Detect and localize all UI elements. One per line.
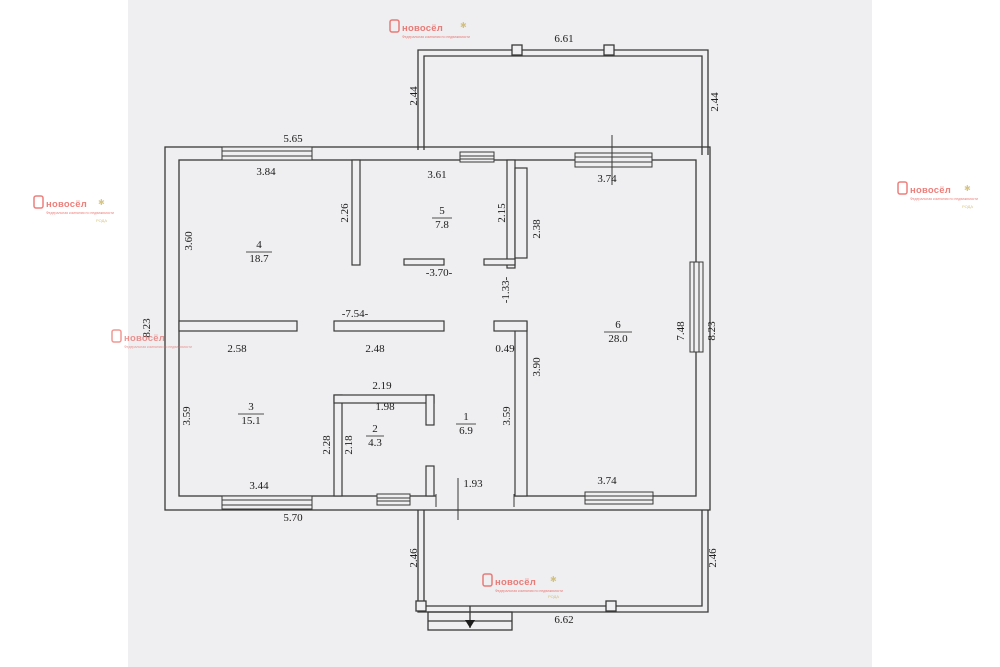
- dim-right-total: 8.23: [706, 321, 718, 341]
- dim-room4-top: 3.84: [256, 166, 276, 178]
- interior-walls: [178, 159, 528, 497]
- dim-room6-left-lower: 3.90: [531, 357, 543, 377]
- dim-hall-vertical: -1.33-: [500, 276, 512, 303]
- svg-text:4: 4: [256, 239, 262, 251]
- watermark-left: новосёл Федеральная компания по недвижим…: [33, 195, 114, 223]
- svg-text:✱: ✱: [964, 184, 971, 193]
- dim-room3-right: 2.28: [321, 435, 333, 455]
- window-room6-right: [689, 261, 704, 353]
- window-room6-bottom: [584, 491, 654, 505]
- window-room4-top: [221, 146, 313, 161]
- svg-text:новосёл: новосёл: [402, 23, 443, 34]
- dim-terrace-bottom-left: 2.46: [408, 548, 420, 568]
- svg-text:РОДА: РОДА: [962, 204, 973, 209]
- window-room3-bottom: [221, 495, 313, 510]
- dim-hall-mid: 2.48: [365, 343, 385, 355]
- dim-room4-right: 2.26: [339, 203, 351, 223]
- svg-text:Федеральная компания по недвиж: Федеральная компания по недвижимости: [402, 35, 470, 39]
- dim-room4-left: 3.60: [183, 231, 195, 251]
- entrance-door: [435, 478, 515, 520]
- svg-text:2: 2: [372, 423, 378, 435]
- dim-room2-left: 2.18: [343, 435, 355, 455]
- watermark-top: новосёл Федеральная компания по недвижим…: [389, 19, 470, 39]
- window-room5-top: [459, 151, 495, 163]
- dim-hall-long: -7.54-: [342, 308, 369, 320]
- paper-sheet: [128, 0, 872, 667]
- svg-text:✱: ✱: [550, 575, 557, 584]
- dim-terrace-top-width: 6.61: [554, 33, 573, 45]
- svg-text:РОДА: РОДА: [548, 594, 559, 599]
- svg-text:6: 6: [615, 319, 621, 331]
- dim-terrace-top-right: 2.44: [709, 92, 721, 112]
- window-room6-top: [574, 135, 653, 185]
- svg-text:новосёл: новосёл: [46, 199, 87, 210]
- svg-text:28.0: 28.0: [608, 333, 628, 345]
- room-3-label: 3 15.1: [238, 401, 264, 427]
- room-labels: 4 18.7 5 7.8 6 28.0 3 15.1 2: [238, 205, 632, 449]
- top-terrace: [417, 44, 709, 155]
- svg-text:4.3: 4.3: [368, 437, 382, 449]
- room-6-label: 6 28.0: [604, 319, 632, 345]
- dim-room3-top: 2.58: [227, 343, 247, 355]
- dim-left-total: 8.23: [141, 318, 153, 338]
- dim-room6-left-upper: 2.38: [531, 219, 543, 239]
- dimension-labels: 6.61 2.44 2.44 5.65 3.84 3.61 3.74 3.60 …: [141, 33, 721, 626]
- dim-room6-top: 3.74: [597, 173, 617, 185]
- svg-text:18.7: 18.7: [249, 253, 269, 265]
- watermark-right: новосёл Федеральная компания по недвижим…: [897, 181, 978, 209]
- dim-room2-top-outer: 2.19: [372, 380, 392, 392]
- svg-text:Федеральная компания по недвиж: Федеральная компания по недвижимости: [46, 211, 114, 215]
- dim-room6-right: 7.48: [675, 321, 687, 341]
- svg-text:РОДА: РОДА: [96, 218, 107, 223]
- watermark-center-left: новосёл Федеральная компания по недвижим…: [111, 329, 192, 349]
- svg-text:3: 3: [248, 401, 254, 413]
- svg-text:Федеральная компания по недвиж: Федеральная компания по недвижимости: [495, 589, 563, 593]
- window-room2-bottom: [376, 493, 411, 506]
- dim-room2-top-inner: 1.98: [375, 401, 395, 413]
- dim-terrace-top-left: 2.44: [408, 86, 420, 106]
- bottom-terrace: [415, 510, 709, 631]
- room-5-label: 5 7.8: [432, 205, 452, 231]
- svg-text:новосёл: новосёл: [124, 333, 165, 344]
- dim-room5-right: 2.15: [496, 203, 508, 223]
- room-1-label: 1 6.9: [456, 411, 476, 437]
- svg-text:✱: ✱: [460, 21, 467, 30]
- svg-text:Федеральная компания по недвиж: Федеральная компания по недвижимости: [124, 345, 192, 349]
- dim-hall-upper: -3.70-: [426, 267, 453, 279]
- dim-house-bottom-left: 5.70: [283, 512, 303, 524]
- dim-hall-right-small: 0.49: [495, 343, 515, 355]
- dim-room6-bottom: 3.74: [597, 475, 617, 487]
- svg-text:Федеральная компания по недвиж: Федеральная компания по недвижимости: [910, 197, 978, 201]
- dim-house-top-left: 5.65: [283, 133, 303, 145]
- svg-text:15.1: 15.1: [241, 415, 260, 427]
- dim-terrace-bottom-right: 2.46: [707, 548, 719, 568]
- svg-text:✱: ✱: [98, 198, 105, 207]
- svg-text:новосёл: новосёл: [910, 185, 951, 196]
- dim-room3-bottom: 3.44: [249, 480, 269, 492]
- svg-text:5: 5: [439, 205, 445, 217]
- watermark-bottom: новосёл Федеральная компания по недвижим…: [482, 573, 563, 599]
- svg-text:1: 1: [463, 411, 469, 423]
- svg-text:6.9: 6.9: [459, 425, 473, 437]
- svg-text:7.8: 7.8: [435, 219, 449, 231]
- room-4-label: 4 18.7: [246, 239, 272, 265]
- dim-terrace-bottom-width: 6.62: [554, 614, 573, 626]
- dim-room3-left: 3.59: [181, 406, 193, 426]
- svg-text:новосёл: новосёл: [495, 577, 536, 588]
- room-2-label: 2 4.3: [366, 423, 384, 449]
- dim-room5-top: 3.61: [427, 169, 446, 181]
- dim-room1-bottom: 1.93: [463, 478, 483, 490]
- dim-room1-right: 3.59: [501, 406, 513, 426]
- windows: [221, 135, 704, 510]
